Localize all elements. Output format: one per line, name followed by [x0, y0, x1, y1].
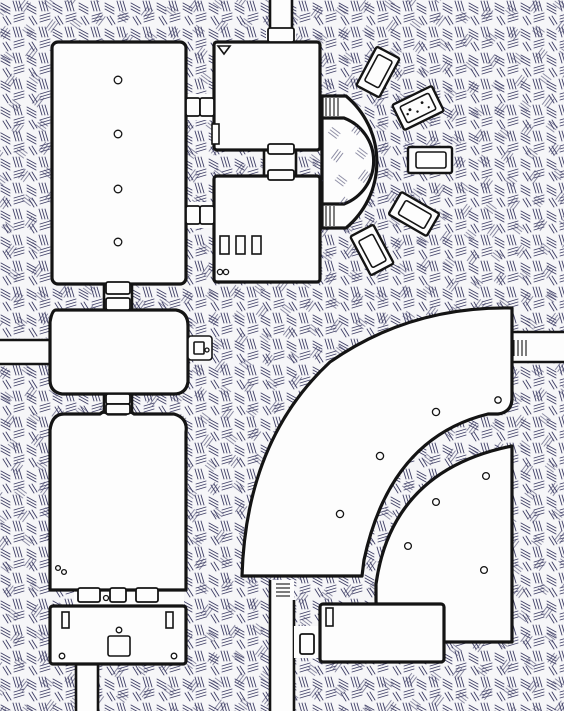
stairs-icon [276, 583, 290, 597]
door-icon [267, 27, 295, 43]
pillar-icon [481, 471, 491, 481]
door-icon [199, 97, 215, 117]
pillar-icon [479, 565, 489, 575]
door-icon [77, 587, 101, 603]
rubble-alcove [391, 85, 445, 131]
door-icon [185, 205, 201, 225]
pillar-icon [216, 268, 224, 276]
pillar-icon [222, 268, 230, 276]
sarcophagus-icon [235, 235, 246, 255]
rubble-icon [216, 45, 232, 56]
room-rotunda [320, 94, 379, 230]
room-middle-west [48, 308, 213, 396]
door-icon [299, 633, 315, 655]
pillar-icon [113, 237, 123, 247]
door-icon [185, 97, 201, 117]
door-icon [109, 587, 127, 603]
door-icon [267, 169, 295, 181]
room-upper-chamber [211, 40, 322, 152]
room-south-chamber [48, 594, 188, 666]
door-icon [105, 281, 131, 295]
altar-icon [107, 635, 131, 657]
pillar-icon [113, 129, 123, 139]
room-lower-chamber [212, 174, 330, 284]
pillar-icon [375, 451, 385, 461]
pillar-icon [431, 497, 441, 507]
door-icon [135, 587, 159, 603]
stairs-icon [325, 206, 335, 226]
door-icon [199, 205, 215, 225]
sarcophagus-icon [251, 235, 262, 255]
sarcophagus-icon [219, 235, 230, 255]
stairs-icon [325, 98, 339, 116]
room-northwest-hall [50, 40, 188, 286]
pillar-icon [113, 75, 123, 85]
door-icon [105, 403, 131, 415]
rotunda-alcoves [349, 45, 454, 277]
pillar-icon [403, 541, 413, 551]
door-icon [105, 393, 131, 405]
stairs-icon [513, 340, 527, 356]
room-south-gallery [276, 583, 446, 664]
doors [77, 27, 315, 655]
room-southwest-hall [48, 410, 188, 592]
pillar-icon [494, 396, 502, 404]
pillar-icon [431, 407, 441, 417]
pillar-icon [113, 184, 123, 194]
door-icon [267, 143, 295, 155]
room-curved-hall [240, 306, 527, 578]
pillar-icon [335, 509, 345, 519]
door-icon [211, 123, 220, 145]
door-icon [105, 297, 131, 311]
